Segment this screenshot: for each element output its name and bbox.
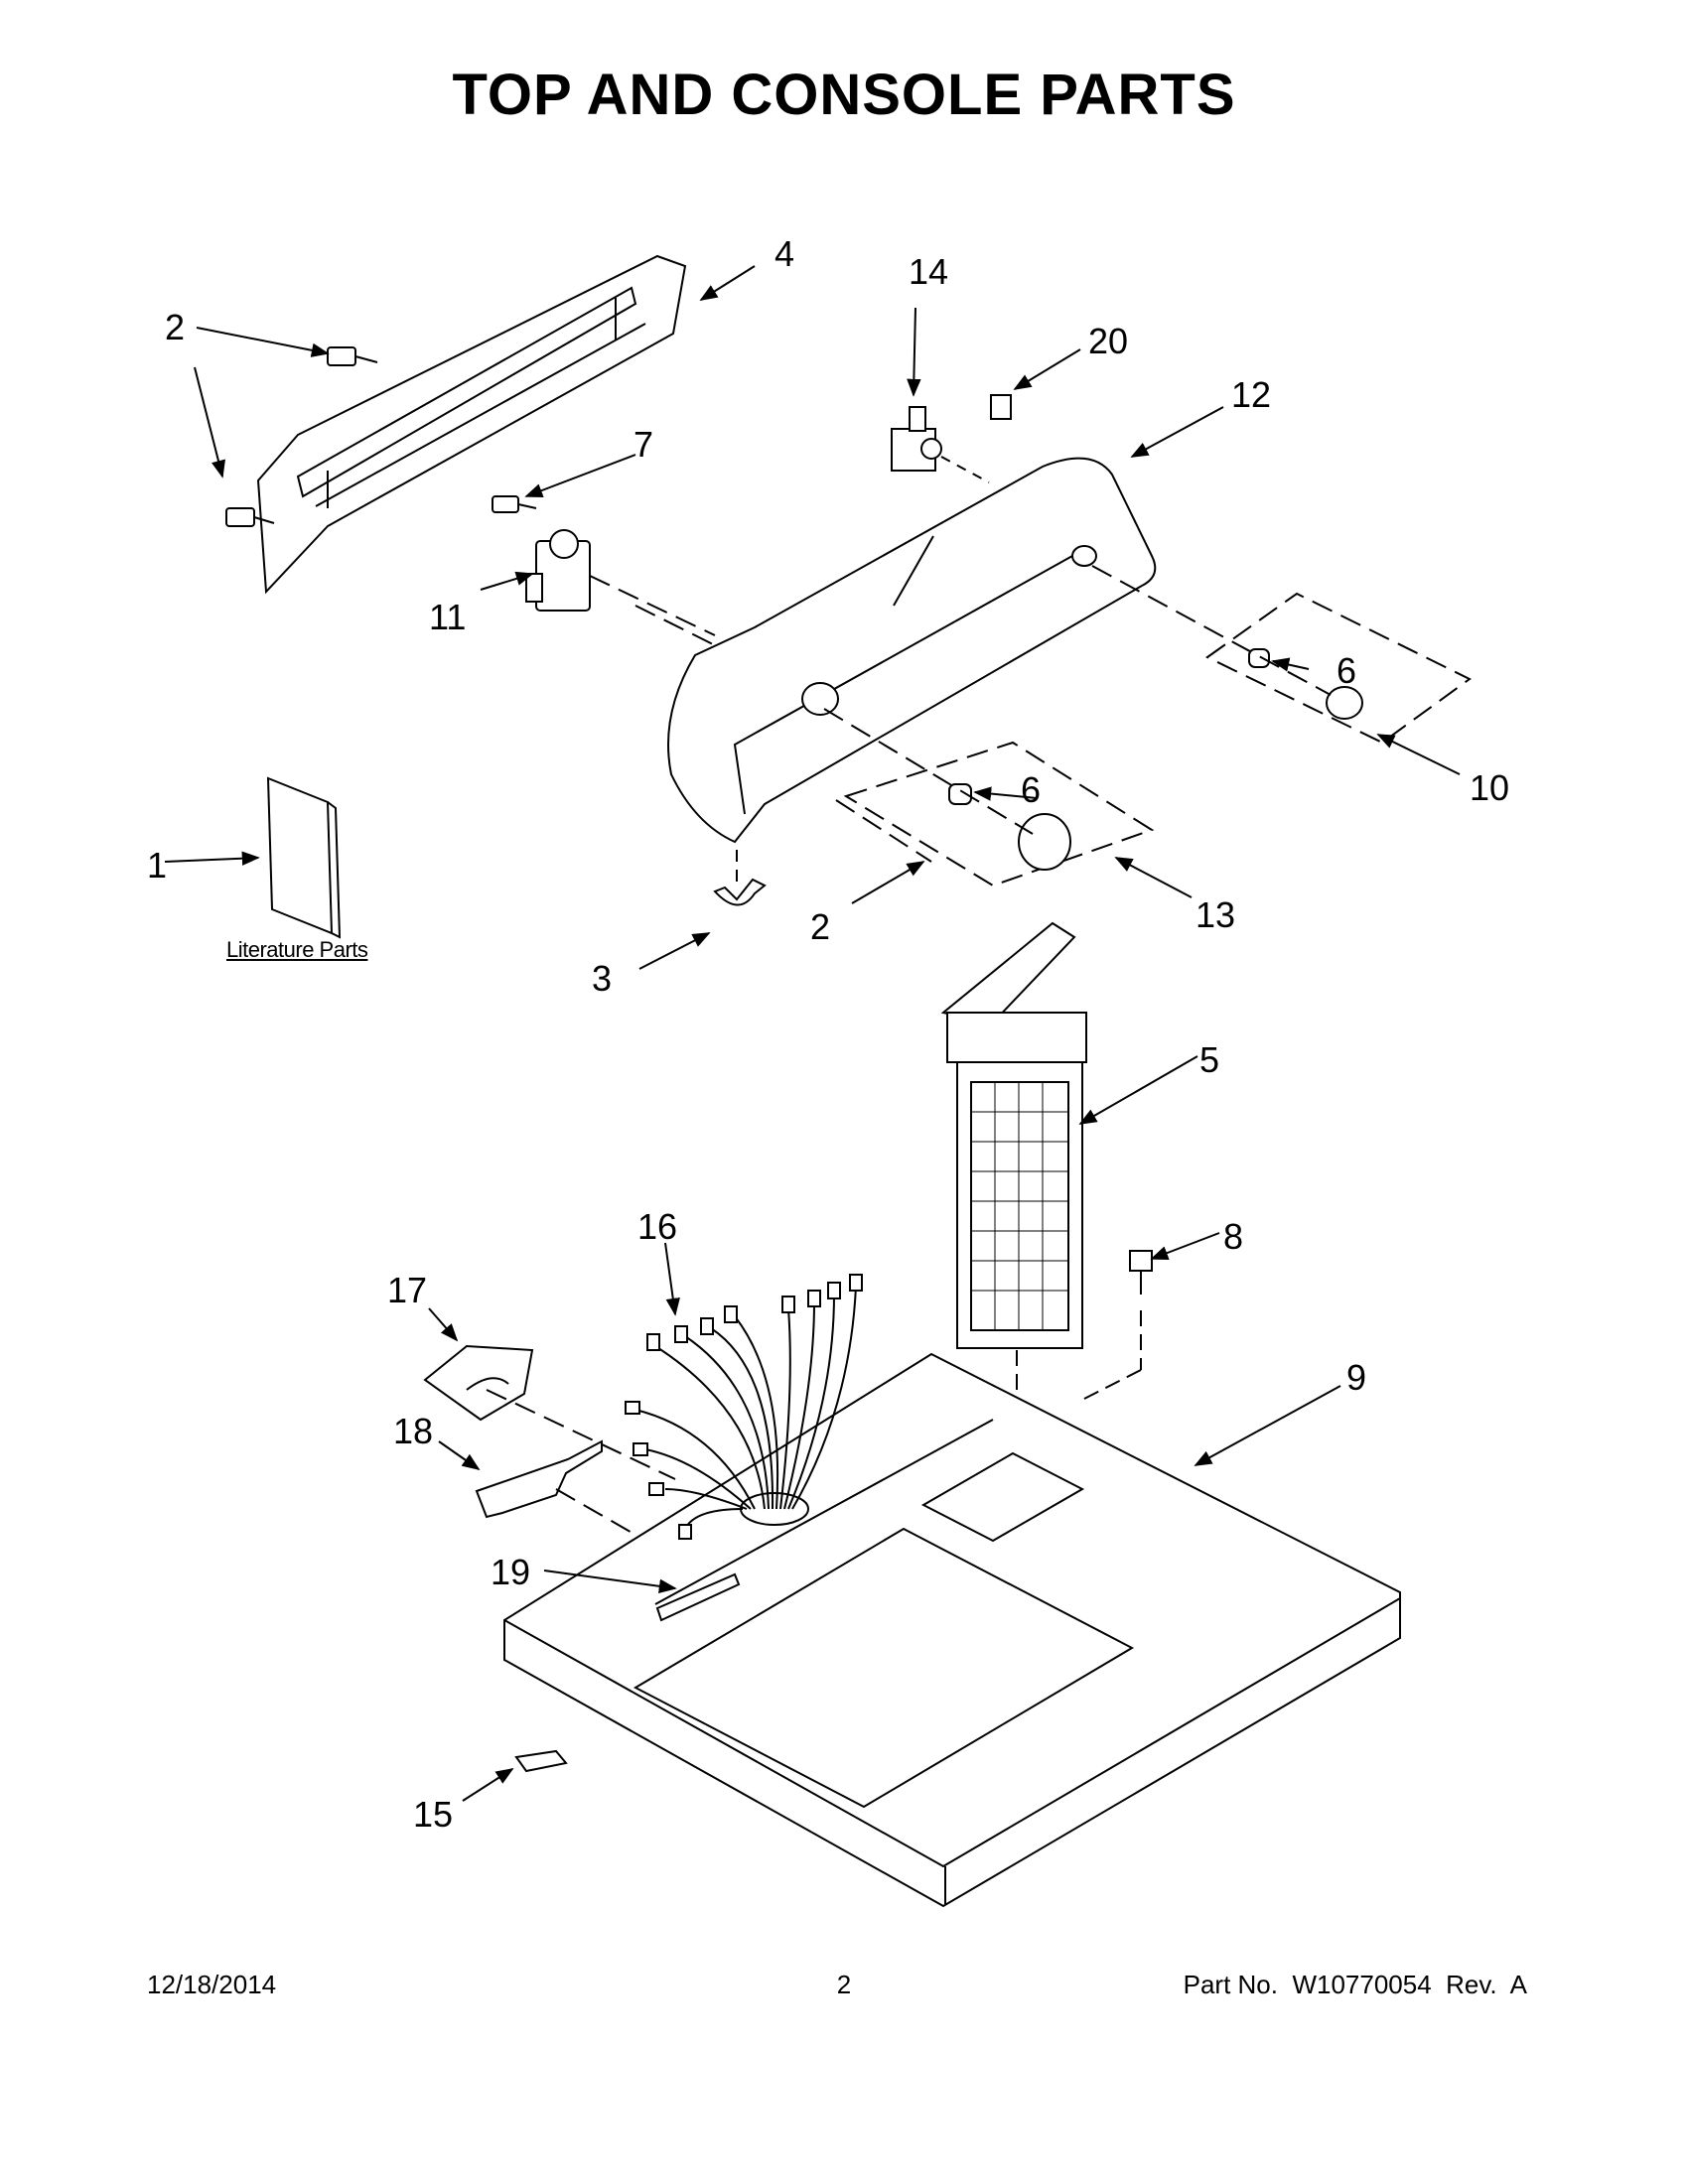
callout-6b: 6 (1021, 769, 1041, 810)
callout-19: 19 (491, 1552, 530, 1592)
callout-15: 15 (413, 1794, 453, 1835)
leader-lines (164, 265, 1461, 1802)
callout-20: 20 (1088, 321, 1128, 361)
callout-7: 7 (633, 424, 653, 465)
knob-assembly-10 (1091, 565, 1472, 745)
screw-icon (1081, 1250, 1153, 1401)
clip-icon (990, 394, 1012, 420)
screw-icon (225, 346, 537, 527)
timer-switch (525, 529, 716, 646)
callout-12: 12 (1231, 374, 1271, 415)
callout-8: 8 (1223, 1216, 1243, 1257)
footer-date: 12/18/2014 (147, 1970, 277, 1999)
callout-10: 10 (1470, 767, 1509, 808)
foam-pad (514, 1749, 568, 1773)
callout-4: 4 (774, 233, 794, 274)
wire-clip (713, 850, 767, 906)
footer-page-number: 2 (836, 1970, 852, 1999)
callout-14: 14 (909, 251, 948, 292)
bracket (475, 1439, 636, 1536)
callout-2b: 2 (810, 906, 830, 947)
top-panel (503, 1352, 1401, 1908)
callout-13: 13 (1196, 894, 1235, 935)
footer-part-number: Part No. W10770054 Rev. A (1183, 1970, 1527, 1999)
callout-1: 1 (147, 845, 167, 886)
callout-labels: 4 14 20 2 12 7 11 6 6 10 1 13 2 3 5 16 8… (147, 233, 1509, 1835)
literature-parts-label: Literature Parts (226, 937, 368, 962)
control-switch (891, 406, 990, 483)
callout-17: 17 (387, 1270, 427, 1310)
lint-filter (940, 921, 1087, 1420)
callout-11: 11 (429, 597, 466, 637)
callout-9: 9 (1346, 1357, 1366, 1398)
callout-5: 5 (1199, 1039, 1219, 1080)
callout-6a: 6 (1336, 650, 1356, 691)
callout-16: 16 (637, 1206, 677, 1247)
literature-book (266, 776, 342, 939)
callout-3: 3 (592, 958, 612, 999)
callout-2a: 2 (165, 307, 185, 347)
insulation-strip (655, 1572, 741, 1622)
callout-18: 18 (393, 1411, 433, 1451)
mounting-plate (423, 1344, 676, 1480)
wire-harness (625, 1274, 863, 1540)
leader-lines-16 (664, 1242, 680, 1316)
knob-assembly-13 (823, 708, 1155, 887)
console-housing (667, 457, 1157, 844)
page-title: TOP AND CONSOLE PARTS (452, 63, 1236, 127)
console-back-panel (256, 254, 687, 595)
